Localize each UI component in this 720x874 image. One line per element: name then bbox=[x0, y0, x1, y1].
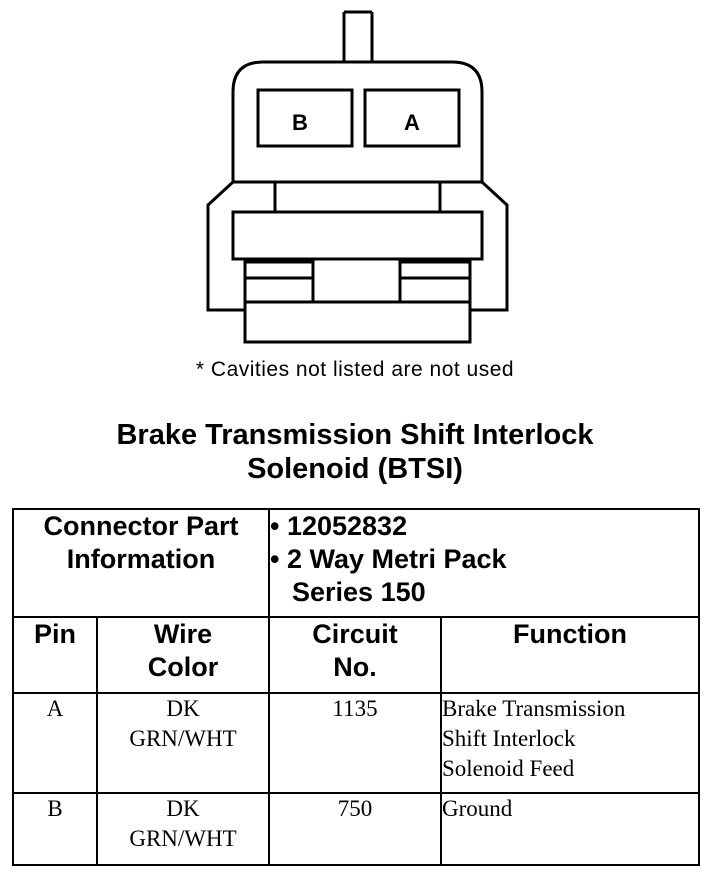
wire-color-line-1: DK bbox=[166, 796, 200, 821]
page-title: Brake Transmission Shift Interlock Solen… bbox=[0, 418, 710, 486]
connector-info-label-line-1: Connector Part bbox=[43, 511, 239, 541]
pinout-table: Connector Part Information • 12052832 • … bbox=[12, 508, 700, 866]
circuit-cell: 750 bbox=[268, 792, 442, 866]
function-line-3: Solenoid Feed bbox=[442, 756, 575, 781]
connector-type: • 2 Way Metri Pack bbox=[270, 544, 507, 574]
wire-color-line-2: GRN/WHT bbox=[129, 726, 237, 751]
column-header-no-label: No. bbox=[333, 652, 377, 682]
title-line-1: Brake Transmission Shift Interlock bbox=[116, 419, 594, 451]
connector-diagram: B A bbox=[206, 10, 509, 344]
column-header-pin: Pin bbox=[12, 616, 98, 694]
pin-cell: A bbox=[12, 692, 98, 794]
circuit-cell: 1135 bbox=[268, 692, 442, 794]
function-cell: Brake Transmission Shift Interlock Solen… bbox=[440, 692, 700, 794]
connector-skirt bbox=[206, 180, 509, 312]
column-header-function: Function bbox=[440, 616, 700, 694]
connector-info-row: Connector Part Information • 12052832 • … bbox=[12, 508, 700, 618]
connector-base bbox=[243, 300, 472, 344]
function-line-1: Ground bbox=[442, 796, 513, 821]
title-line-2: Solenoid (BTSI) bbox=[247, 453, 463, 485]
pin-cell: B bbox=[12, 792, 98, 866]
connector-info-label-line-2: Information bbox=[66, 544, 216, 574]
column-header-function-label: Function bbox=[513, 619, 627, 649]
terminal-right bbox=[398, 260, 472, 304]
column-header-circuit-label: Circuit bbox=[312, 619, 398, 649]
cavity-label-a: A bbox=[404, 110, 420, 135]
wire-color-line-1: DK bbox=[166, 696, 200, 721]
connector-info-label: Connector Part Information bbox=[12, 508, 270, 618]
cavity-label-b: B bbox=[292, 110, 308, 135]
column-header-color-label: Color bbox=[147, 652, 219, 682]
column-header-wire-color: Wire Color bbox=[96, 616, 270, 694]
connector-info-values: • 12052832 • 2 Way Metri Pack Series 150 bbox=[268, 508, 700, 618]
wire-color-line-2: GRN/WHT bbox=[129, 826, 237, 851]
wire-color-cell: DK GRN/WHT bbox=[96, 792, 270, 866]
column-header-wire-label: Wire bbox=[153, 619, 213, 649]
column-header-circuit: Circuit No. bbox=[268, 616, 442, 694]
cavity-b bbox=[256, 88, 354, 148]
function-cell: Ground bbox=[440, 792, 700, 866]
unused-cavities-note: * Cavities not listed are not used bbox=[195, 358, 515, 381]
cavity-a bbox=[363, 88, 461, 148]
function-line-2: Shift Interlock bbox=[442, 726, 576, 751]
latch-plate bbox=[231, 210, 484, 261]
function-line-1: Brake Transmission bbox=[442, 696, 626, 721]
table-row: A DK GRN/WHT 1135 Brake Transmission Shi… bbox=[12, 692, 700, 794]
column-header-pin-label: Pin bbox=[33, 619, 76, 649]
wire-color-cell: DK GRN/WHT bbox=[96, 692, 270, 794]
column-header-row: Pin Wire Color Circuit No. Function bbox=[12, 616, 700, 694]
table-row: B DK GRN/WHT 750 Ground bbox=[12, 792, 700, 866]
connector-tab bbox=[342, 10, 374, 62]
connector-body bbox=[231, 60, 484, 182]
connector-series: Series 150 bbox=[292, 577, 426, 607]
part-number: • 12052832 bbox=[270, 511, 408, 541]
terminal-left bbox=[243, 260, 315, 304]
